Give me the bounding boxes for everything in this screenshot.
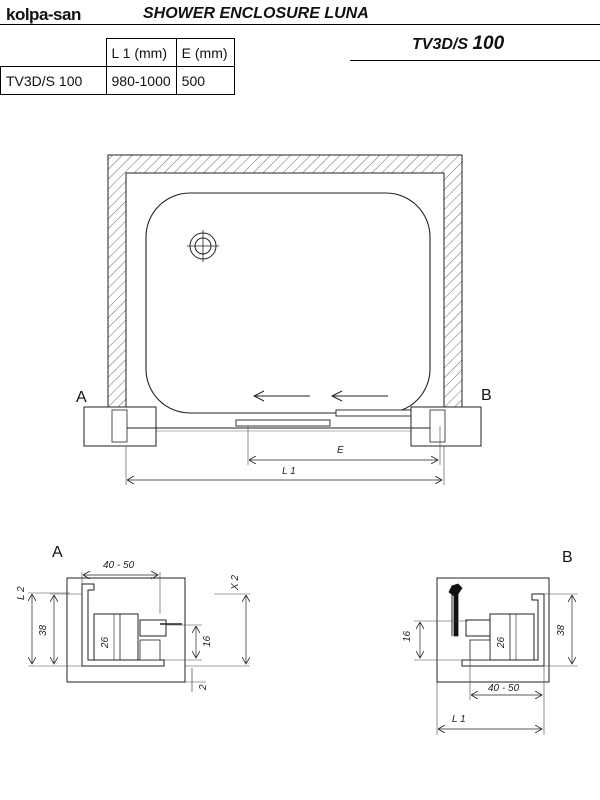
detail-b-title: B	[562, 549, 573, 566]
model-rule	[350, 60, 600, 61]
detail-b-label-l1: L 1	[452, 714, 466, 725]
sliding-panel-upper	[335, 409, 415, 417]
detail-b-wall-profile	[461, 593, 545, 667]
brand-logo: kolpa-san	[6, 5, 81, 24]
detail-a-label-l2: L 2	[16, 586, 27, 600]
detail-b-label-40-50: 40 - 50	[488, 683, 520, 694]
spec-header-blank	[0, 38, 107, 67]
detail-b-label-16: 16	[402, 630, 413, 642]
table-row: TV3D/S 100 980-1000 500	[0, 66, 235, 95]
detail-a-sliding-profile	[93, 613, 139, 661]
model-prefix: TV3D/S	[412, 36, 469, 53]
dim-label-l1: L 1	[282, 466, 296, 477]
drain-icon	[187, 230, 219, 262]
detail-b-glass	[469, 639, 491, 661]
spec-header-l1: L 1 (mm)	[105, 38, 177, 67]
detail-b-box	[436, 577, 550, 683]
detail-a-wall-profile	[81, 583, 165, 667]
spec-cell-model: TV3D/S 100	[0, 66, 107, 95]
page-title: SHOWER ENCLOSURE LUNA	[143, 5, 369, 22]
detail-b-seal	[465, 619, 491, 637]
plan-label-b: B	[481, 387, 492, 404]
spec-cell-l1: 980-1000	[105, 66, 177, 95]
plan-view: A B E L 1	[76, 154, 492, 485]
model-code: TV3D/S 100	[412, 33, 504, 55]
dim-label-e: E	[337, 445, 344, 456]
detail-a-seal	[139, 619, 167, 637]
detail-a-label-38: 38	[38, 624, 49, 636]
spec-header-e: E (mm)	[175, 38, 235, 67]
detail-a-label-26: 26	[100, 636, 111, 649]
detail-a-glass	[139, 639, 161, 661]
detail-a-label-16: 16	[202, 635, 213, 647]
detail-b-sliding-profile	[489, 613, 535, 661]
detail-b: B 16 26 38 40 - 50 L 1	[402, 549, 578, 735]
detail-b-label-38: 38	[556, 624, 567, 636]
plan-label-a: A	[76, 389, 87, 406]
detail-a: A 40 - 50 L 2 38 26 16	[16, 544, 250, 692]
detail-a-title: A	[52, 544, 63, 561]
header-rule	[0, 24, 600, 25]
detail-a-label-40-50: 40 - 50	[103, 560, 135, 571]
slide-arrows-icon	[252, 390, 388, 402]
profile-a-inner	[111, 409, 128, 443]
spec-header-row: L 1 (mm) E (mm)	[0, 38, 235, 67]
detail-a-label-2: 2	[198, 684, 209, 691]
detail-b-label-26: 26	[496, 636, 507, 649]
spec-table: L 1 (mm) E (mm) TV3D/S 100 980-1000 500	[0, 38, 235, 95]
shower-tray	[145, 192, 431, 414]
spec-cell-e: 500	[175, 66, 235, 95]
wall-hatched	[107, 154, 463, 441]
profile-b-box	[410, 406, 482, 447]
handle-icon	[448, 583, 463, 637]
profile-b-inner	[429, 409, 446, 443]
sliding-panel-middle	[235, 419, 331, 427]
detail-a-label-x2: X 2	[230, 575, 241, 591]
model-number: 100	[472, 33, 505, 54]
